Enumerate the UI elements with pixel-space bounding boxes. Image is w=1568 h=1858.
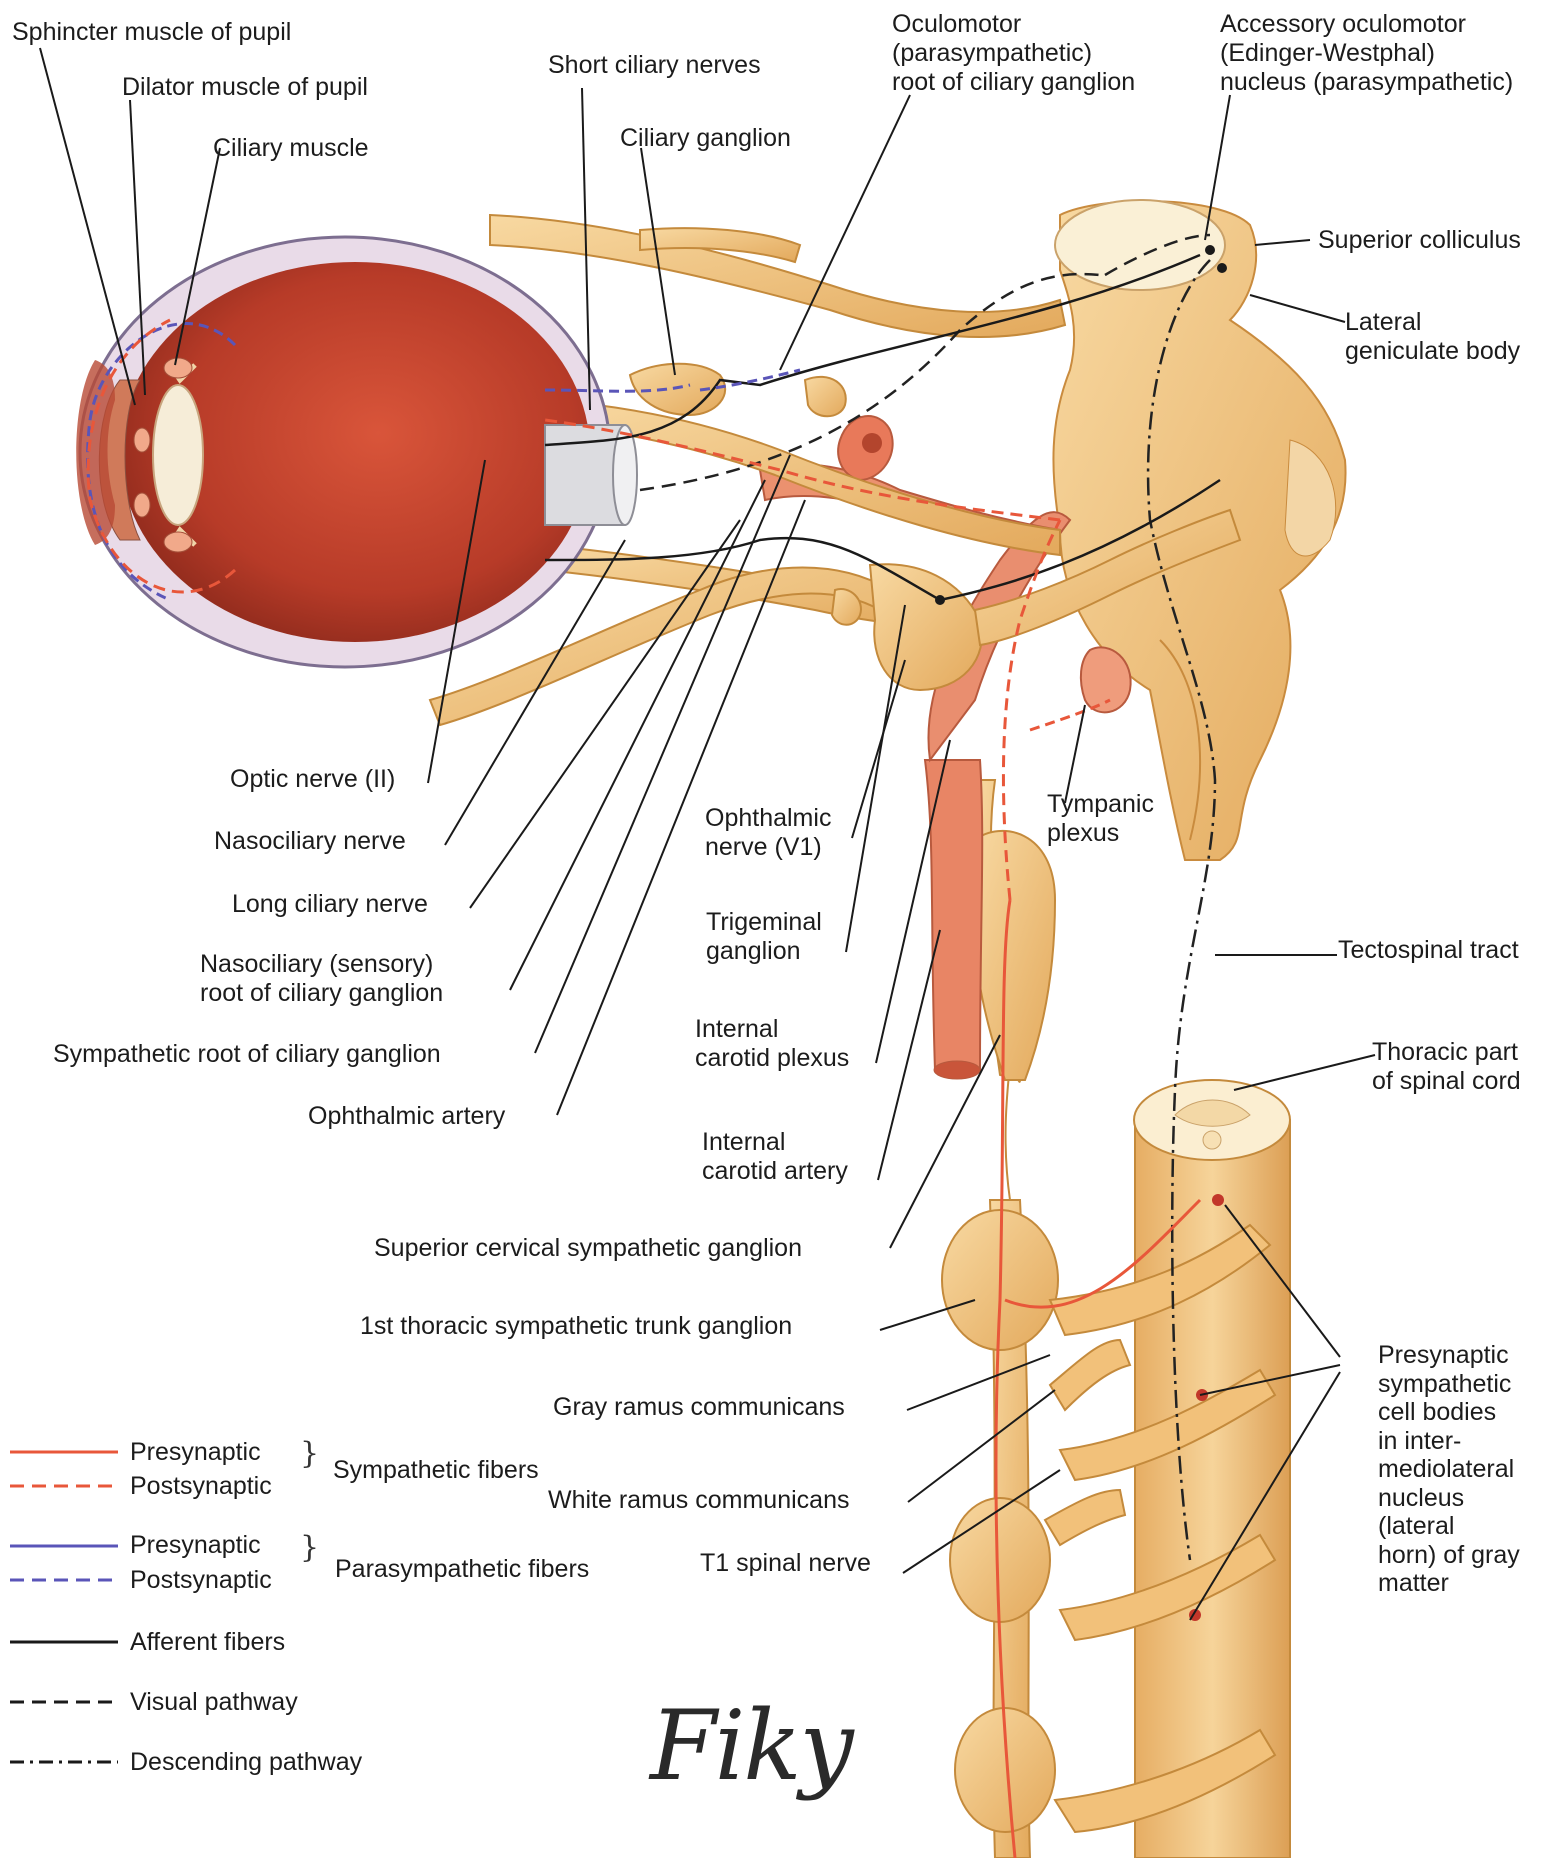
label-tympanic-plexus: Tympanic plexus <box>1047 790 1154 848</box>
label-ciliary-ganglion: Ciliary ganglion <box>620 124 791 153</box>
label-nasociliary-root: Nasociliary (sensory) root of ciliary ga… <box>200 950 443 1008</box>
label-long-ciliary-nerve: Long ciliary nerve <box>232 890 428 919</box>
midbrain-section <box>1055 200 1225 290</box>
label-dilator-muscle: Dilator muscle of pupil <box>122 73 368 102</box>
trigeminal-ganglion-shape <box>870 564 982 690</box>
label-presynaptic-cell-bodies: Presynaptic sympathetic cell bodies in i… <box>1378 1341 1520 1598</box>
oculomotor-nerve-trunk <box>490 215 1065 337</box>
eyeball <box>76 237 637 667</box>
label-t1-spinal-nerve: T1 spinal nerve <box>700 1549 871 1578</box>
cervical-sympathetic-chain <box>972 780 1055 1082</box>
label-ciliary-muscle: Ciliary muscle <box>213 134 369 163</box>
legend-para-pre: Presynaptic <box>130 1531 261 1560</box>
label-first-thoracic-ganglion: 1st thoracic sympathetic trunk ganglion <box>360 1312 792 1341</box>
label-internal-carotid-plexus: Internal carotid plexus <box>695 1015 849 1073</box>
legend-symp-pre: Presynaptic <box>130 1438 261 1467</box>
label-sphincter-muscle: Sphincter muscle of pupil <box>12 18 291 47</box>
label-optic-nerve: Optic nerve (II) <box>230 765 395 794</box>
legend-para-brace: } <box>300 1530 319 1565</box>
legend-symp-brace: } <box>300 1436 319 1471</box>
legend-visual: Visual pathway <box>130 1688 298 1717</box>
legend-symp-post: Postsynaptic <box>130 1472 272 1501</box>
label-trigeminal-ganglion: Trigeminal ganglion <box>706 908 822 966</box>
artist-signature: Fiky <box>650 1690 852 1802</box>
label-nasociliary-nerve: Nasociliary nerve <box>214 827 406 856</box>
label-short-ciliary-nerves: Short ciliary nerves <box>548 51 761 80</box>
label-oculomotor-root: Oculomotor (parasympathetic) root of cil… <box>892 10 1135 97</box>
legend-afferent: Afferent fibers <box>130 1628 285 1657</box>
label-lateral-geniculate: Lateral geniculate body <box>1345 308 1520 366</box>
label-tectospinal-tract: Tectospinal tract <box>1338 936 1519 965</box>
sympathetic-trunk <box>942 1060 1058 1858</box>
label-superior-colliculus: Superior colliculus <box>1318 226 1521 255</box>
legend-symp-group: Sympathetic fibers <box>333 1456 539 1485</box>
label-edinger-westphal: Accessory oculomotor (Edinger-Westphal) … <box>1220 10 1513 97</box>
label-sympathetic-root: Sympathetic root of ciliary ganglion <box>53 1040 441 1069</box>
label-ophthalmic-nerve: Ophthalmic nerve (V1) <box>705 804 831 862</box>
label-white-ramus: White ramus communicans <box>548 1486 849 1515</box>
ciliary-muscle-shape <box>164 358 192 378</box>
legend-descending: Descending pathway <box>130 1748 362 1777</box>
legend-swatches <box>10 1452 118 1762</box>
legend-para-group: Parasympathetic fibers <box>335 1555 589 1584</box>
superior-cervical-ganglion <box>972 831 1055 1080</box>
lens <box>153 385 203 525</box>
label-gray-ramus: Gray ramus communicans <box>553 1393 845 1422</box>
legend-para-post: Postsynaptic <box>130 1566 272 1595</box>
label-superior-cervical-ganglion: Superior cervical sympathetic ganglion <box>374 1234 802 1263</box>
label-thoracic-spinal-cord: Thoracic part of spinal cord <box>1372 1038 1521 1096</box>
label-ophthalmic-artery: Ophthalmic artery <box>308 1102 505 1131</box>
label-internal-carotid-artery: Internal carotid artery <box>702 1128 848 1186</box>
